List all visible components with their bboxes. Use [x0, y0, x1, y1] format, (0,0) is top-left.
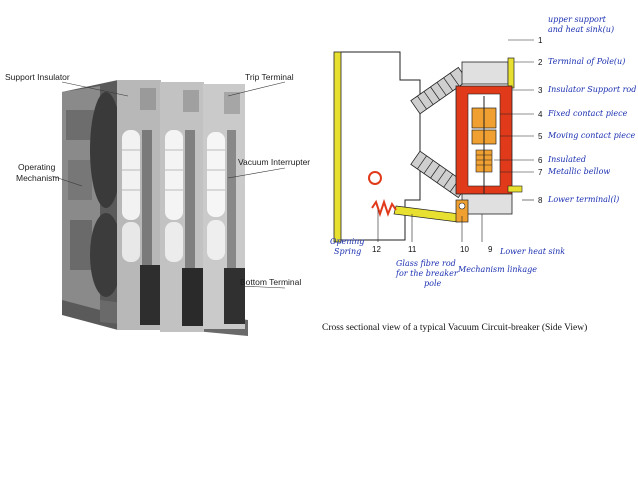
hand-lower-terminal: Lower terminal(l)	[547, 195, 619, 204]
vcb-photo: Support Insulator Trip Terminal Operatin…	[5, 72, 310, 336]
hand-opening-spring-line2: Spring	[334, 247, 361, 256]
upper-terminal-block	[461, 61, 509, 85]
photo-pole-2	[160, 82, 204, 332]
glass-fibre-rod	[393, 205, 461, 223]
leader-vacuum-interrupter	[227, 167, 286, 179]
number-5: 5	[538, 132, 543, 141]
leader-trip-terminal	[227, 81, 286, 97]
upper-insulator-support	[410, 66, 469, 115]
spring-ring	[368, 171, 382, 185]
hand-glass-fibre-line1: Glass fibre rod	[396, 259, 456, 268]
number-3: 3	[538, 86, 543, 95]
hand-mechanism-linkage: Mechanism linkage	[457, 265, 537, 274]
number-7: 7	[538, 168, 543, 177]
number-2: 2	[538, 58, 543, 67]
hand-opening-spring-line1: Opening	[330, 237, 364, 246]
label-trip-terminal: Trip Terminal	[245, 72, 294, 82]
number-10: 10	[460, 245, 469, 254]
number-6: 6	[538, 156, 543, 165]
number-1: 1	[538, 36, 543, 45]
number-12: 12	[372, 245, 381, 254]
number-9: 9	[488, 245, 493, 254]
hand-insulated-line1: Insulated	[547, 155, 586, 164]
housing-left-strip	[333, 51, 342, 243]
photo-pole-3	[203, 84, 245, 329]
label-vacuum-interrupter: Vacuum Interrupter	[238, 157, 310, 167]
hand-lower-heat-sink: Lower heat sink	[499, 247, 565, 256]
hand-insulator-support-rod: Insulator Support rod	[547, 85, 636, 94]
number-8: 8	[538, 196, 543, 205]
hand-upper-support-line2: and heat sink(u)	[548, 25, 614, 34]
hand-glass-fibre-line3: pole	[424, 279, 441, 288]
hand-fixed-contact-piece: Fixed contact piece	[547, 109, 628, 118]
diagram-leaders	[377, 39, 534, 242]
label-operating-mechanism-line1: Operating	[18, 162, 56, 172]
hand-glass-fibre-line2: for the breaker	[395, 269, 459, 278]
hand-upper-support-line1: upper support	[548, 15, 607, 24]
leader-bottom-terminal	[239, 285, 286, 289]
number-11: 11	[408, 245, 417, 254]
terminal-bar	[507, 57, 515, 89]
diagram-caption: Cross sectional view of a typical Vacuum…	[322, 322, 587, 333]
number-4: 4	[538, 110, 543, 119]
hand-insulated-line2: Metallic bellow	[547, 167, 610, 176]
opening-spring	[371, 198, 397, 218]
leader-support-insulator	[61, 81, 129, 97]
label-support-insulator: Support Insulator	[5, 72, 70, 82]
label-bottom-terminal: Bottom Terminal	[240, 277, 301, 287]
lower-terminal-bar	[507, 185, 523, 193]
label-operating-mechanism-line2: Mechanism	[16, 173, 59, 183]
lower-terminal-block	[461, 193, 513, 215]
hand-terminal-of-pole: Terminal of Pole(u)	[548, 57, 625, 66]
housing-outline	[341, 51, 421, 241]
leader-operating-mechanism	[51, 175, 83, 187]
photo-pole-1	[117, 80, 162, 330]
cross-section-diagram: 1 2 3 4 5 6 7 8 9 10 11 12 upper support…	[322, 15, 636, 333]
hand-moving-contact-piece: Moving contact piece	[547, 131, 635, 140]
